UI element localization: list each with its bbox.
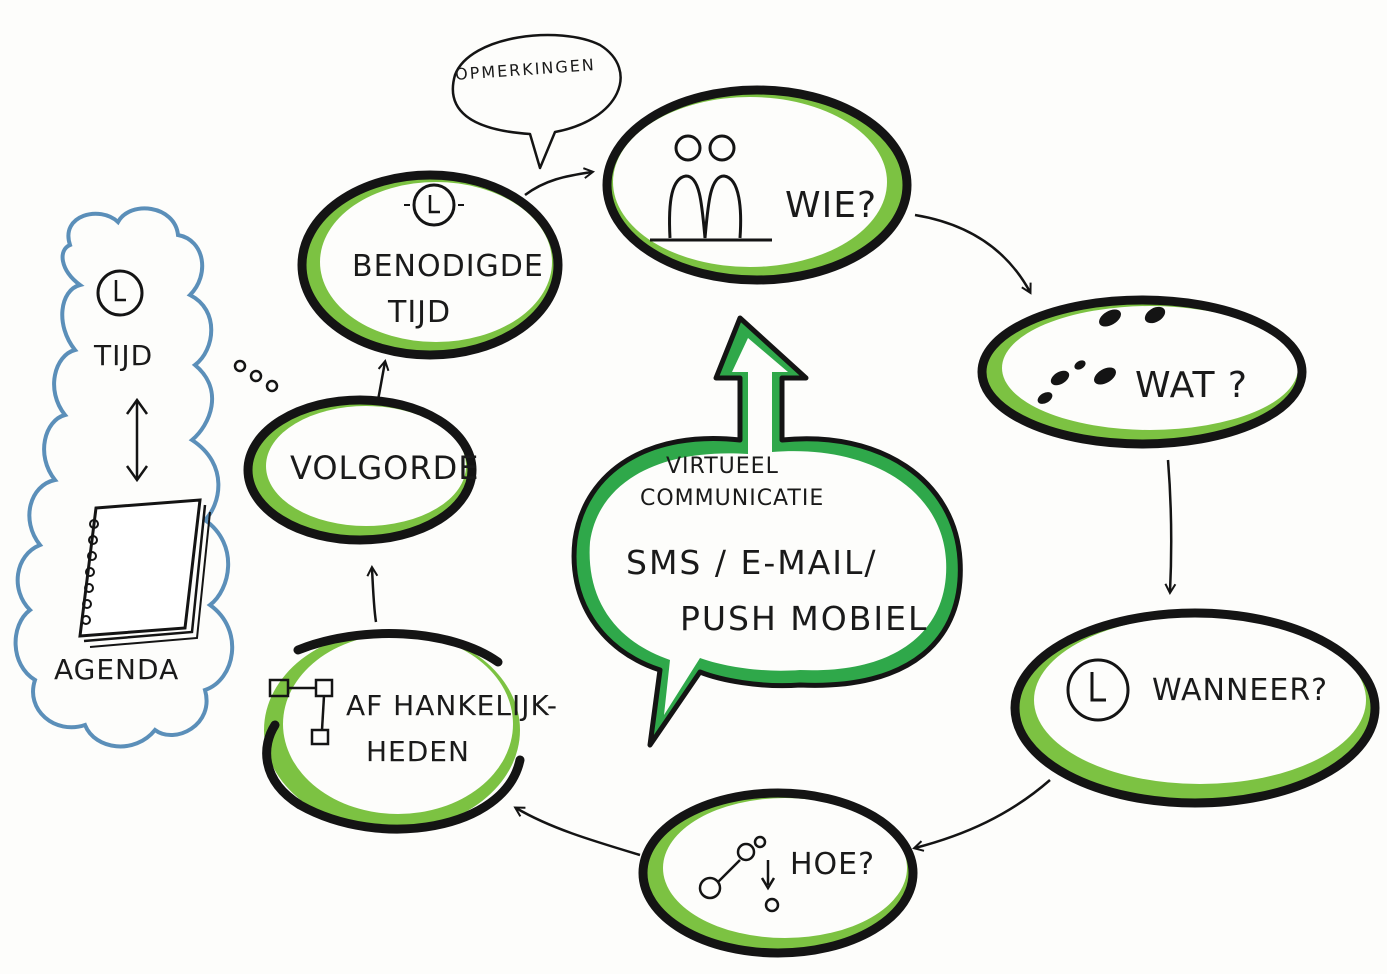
cloud-tijd-label: TIJD [94, 339, 154, 372]
connector-dots [233, 359, 279, 393]
node-hoe [638, 788, 918, 958]
double-arrow-icon [125, 397, 149, 483]
node-wanneer-label: WANNEER? [1152, 673, 1329, 708]
clock-icon [96, 269, 144, 317]
arrow-volgorde-to-benodigde [376, 358, 390, 401]
arrow-afhankelijkheden-to-volgorde [366, 564, 379, 623]
cloud-agenda-label: AGENDA [54, 653, 180, 686]
node-benodigde-label-2: TIJD [388, 295, 452, 330]
comment-bubble [451, 33, 622, 170]
arrow-wanneer-to-hoe [912, 779, 1051, 852]
node-wat-label: WAT ? [1135, 365, 1248, 406]
arrow-wat-to-wanneer [1164, 459, 1177, 596]
footprints-icon [1037, 306, 1166, 404]
node-benodigde-label-1: BENODIGDE [352, 249, 544, 284]
node-volgorde [243, 395, 477, 545]
clock-icon [404, 183, 464, 227]
node-wanneer [1010, 608, 1380, 808]
arrow-benodigde-to-wie [524, 167, 596, 197]
arrow-wie-to-wat [914, 213, 1032, 295]
node-wat [977, 295, 1307, 449]
node-wie-label: WIE? [785, 185, 878, 226]
node-benodigde-tijd [297, 170, 563, 360]
node-afhankelijkheden [262, 629, 525, 834]
flowchart-icon [268, 678, 334, 746]
notebook-icon [78, 498, 211, 648]
arrow-hoe-to-afhankelijkheden [513, 806, 641, 857]
node-hoe-label: HOE? [790, 847, 876, 882]
node-afhankelijkheden-label-2: HEDEN [366, 735, 470, 768]
node-volgorde-label: VOLGORDE [290, 449, 480, 487]
flow-arrows [366, 167, 1177, 857]
central-bubble [571, 315, 963, 748]
center-body-1: SMS / E-MAIL/ [626, 543, 878, 582]
center-heading-2: COMMUNICATIE [640, 486, 825, 511]
people-icon [650, 134, 772, 242]
clock-icon [1066, 658, 1130, 722]
node-afhankelijkheden-label-1: AF HANKELIJK- [346, 689, 559, 722]
center-heading-1: VIRTUEEL [666, 454, 779, 479]
process-icon [698, 835, 780, 913]
center-body-2: PUSH MOBIEL [680, 599, 929, 638]
